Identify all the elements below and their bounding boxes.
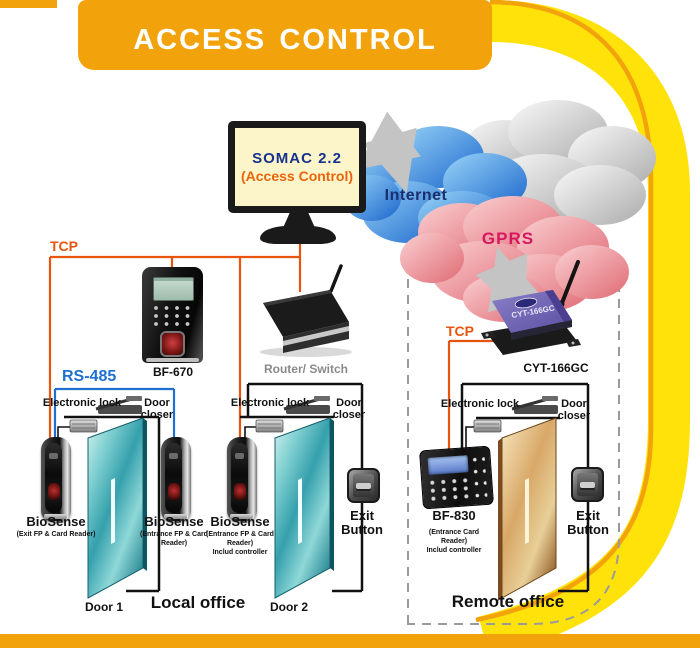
exit-button-remote xyxy=(571,467,604,502)
bf670-keypad xyxy=(152,305,194,329)
door1-electronic-lock-label: Electronic lock xyxy=(42,397,122,409)
reader-name: BioSense xyxy=(210,514,270,529)
reader-name: BioSense xyxy=(144,514,204,529)
bf670-fingerprint-sensor xyxy=(160,331,185,357)
biosense-reader-exit-door1 xyxy=(41,437,71,521)
reader-base-cap xyxy=(44,514,67,519)
bf830-side-icons xyxy=(471,454,488,498)
somac-monitor: SOMAC 2.2 (Access Control) xyxy=(228,121,366,213)
reader-desc2: Includ controller xyxy=(212,548,268,556)
rs485-wires xyxy=(53,387,176,438)
bf830-label: BF-830 xyxy=(432,508,476,523)
door1-label: Door 1 xyxy=(84,600,123,614)
bf830-keypad xyxy=(428,476,474,504)
biosense-reader-entrance-door2 xyxy=(227,437,257,521)
bf830-device xyxy=(419,445,494,510)
title-banner: Access Control xyxy=(78,0,492,70)
reader-sensor-icon xyxy=(169,453,178,459)
door2-electronic-lock-label: Electronic lock xyxy=(230,397,310,409)
bf830-desc2: Includ controller xyxy=(426,546,482,554)
somac-app-name: SOMAC 2.2 xyxy=(252,150,342,167)
biosense-label-door1-entrance: BioSense (Entrance FP & Card Reader) xyxy=(130,514,218,549)
biosense-label-door1-exit: BioSense (Exit FP & Card Reader) xyxy=(12,514,100,540)
internet-label: Internet xyxy=(384,187,448,204)
remote-electronic-lock-label: Electronic lock xyxy=(440,398,520,410)
reader-name: BioSense xyxy=(26,514,86,529)
tcp-wires xyxy=(48,243,494,449)
remote-door-closer-label: Door closer xyxy=(557,398,591,422)
bf670-lcd xyxy=(153,277,194,301)
reader-desc: (Exit FP & Card Reader) xyxy=(16,531,96,539)
door1-door-closer-label: Door closer xyxy=(140,397,174,421)
reader-base-cap xyxy=(230,514,253,519)
exit-button-label-door2: Exit Button xyxy=(341,508,383,538)
reader-base-cap xyxy=(164,514,187,519)
tcp-local-label: TCP xyxy=(50,238,78,254)
monitor-stand-neck xyxy=(283,212,315,228)
lock-wires xyxy=(57,426,474,449)
biosense-reader-entrance-door1 xyxy=(161,437,191,521)
bf830-desc: (Entrance Card Reader) xyxy=(428,529,480,545)
door-frames xyxy=(64,382,590,593)
reader-desc: (Entrance FP & Card Reader) xyxy=(140,531,208,547)
router-label: Router/ Switch xyxy=(263,362,348,376)
router-device xyxy=(260,264,352,357)
reader-desc: (Entrance FP & Card Reader) xyxy=(206,531,274,547)
electronic-lock-devices xyxy=(69,419,502,433)
cyt166gc-label: CYT-166GC xyxy=(523,361,589,375)
reader-sensor-icon xyxy=(49,453,58,459)
bf670-label: BF-670 xyxy=(152,365,193,379)
bf670-device xyxy=(142,267,203,363)
page-title: Access Control xyxy=(133,11,437,58)
biosense-label-door2-entrance: BioSense (Entrance FP & Card Reader) Inc… xyxy=(194,514,286,557)
door1-panel xyxy=(87,396,147,599)
door2-panel xyxy=(274,396,334,599)
door2-door-closer-label: Door closer xyxy=(332,397,366,421)
gprs-label: GPRS xyxy=(481,229,535,248)
remote-door-panel xyxy=(498,396,558,601)
bf830-lcd xyxy=(427,455,469,475)
cyt166gc-device: CYT-166GC xyxy=(481,260,581,355)
monitor-stand-base xyxy=(260,226,336,244)
somac-app-subtitle: (Access Control) xyxy=(240,168,354,184)
rs485-label: RS-485 xyxy=(62,368,117,385)
local-office-label: Local office xyxy=(150,593,246,612)
remote-office-label: Remote office xyxy=(451,592,565,611)
exit-button-door2 xyxy=(347,468,380,503)
tcp-remote-label: TCP xyxy=(446,323,474,339)
door2-label: Door 2 xyxy=(269,600,308,614)
sync-arrow-internet xyxy=(355,111,421,194)
exit-button-label-remote: Exit Button xyxy=(567,508,609,538)
reader-sensor-icon xyxy=(235,453,244,459)
